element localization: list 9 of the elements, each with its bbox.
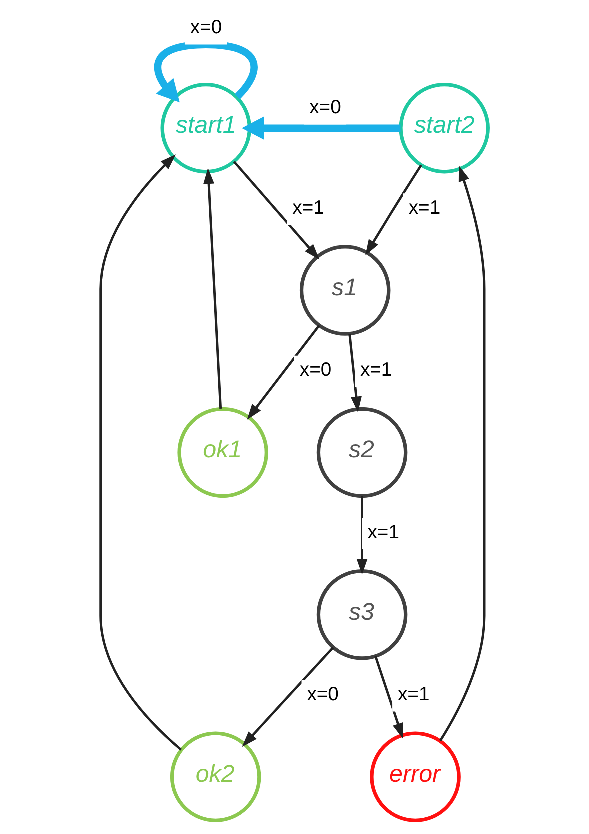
edge-label: x=0 [300,359,332,382]
edge-label: x=1 [398,684,430,706]
edge-label: x=0 [307,684,339,706]
edge-label: x=1 [292,197,324,220]
edge-label: x=1 [360,359,392,382]
edge-label: x=1 [368,521,400,544]
edge-label: x=1 [408,197,441,220]
edge-label: x=0 [190,16,222,39]
edge-label: x=0 [310,96,342,119]
